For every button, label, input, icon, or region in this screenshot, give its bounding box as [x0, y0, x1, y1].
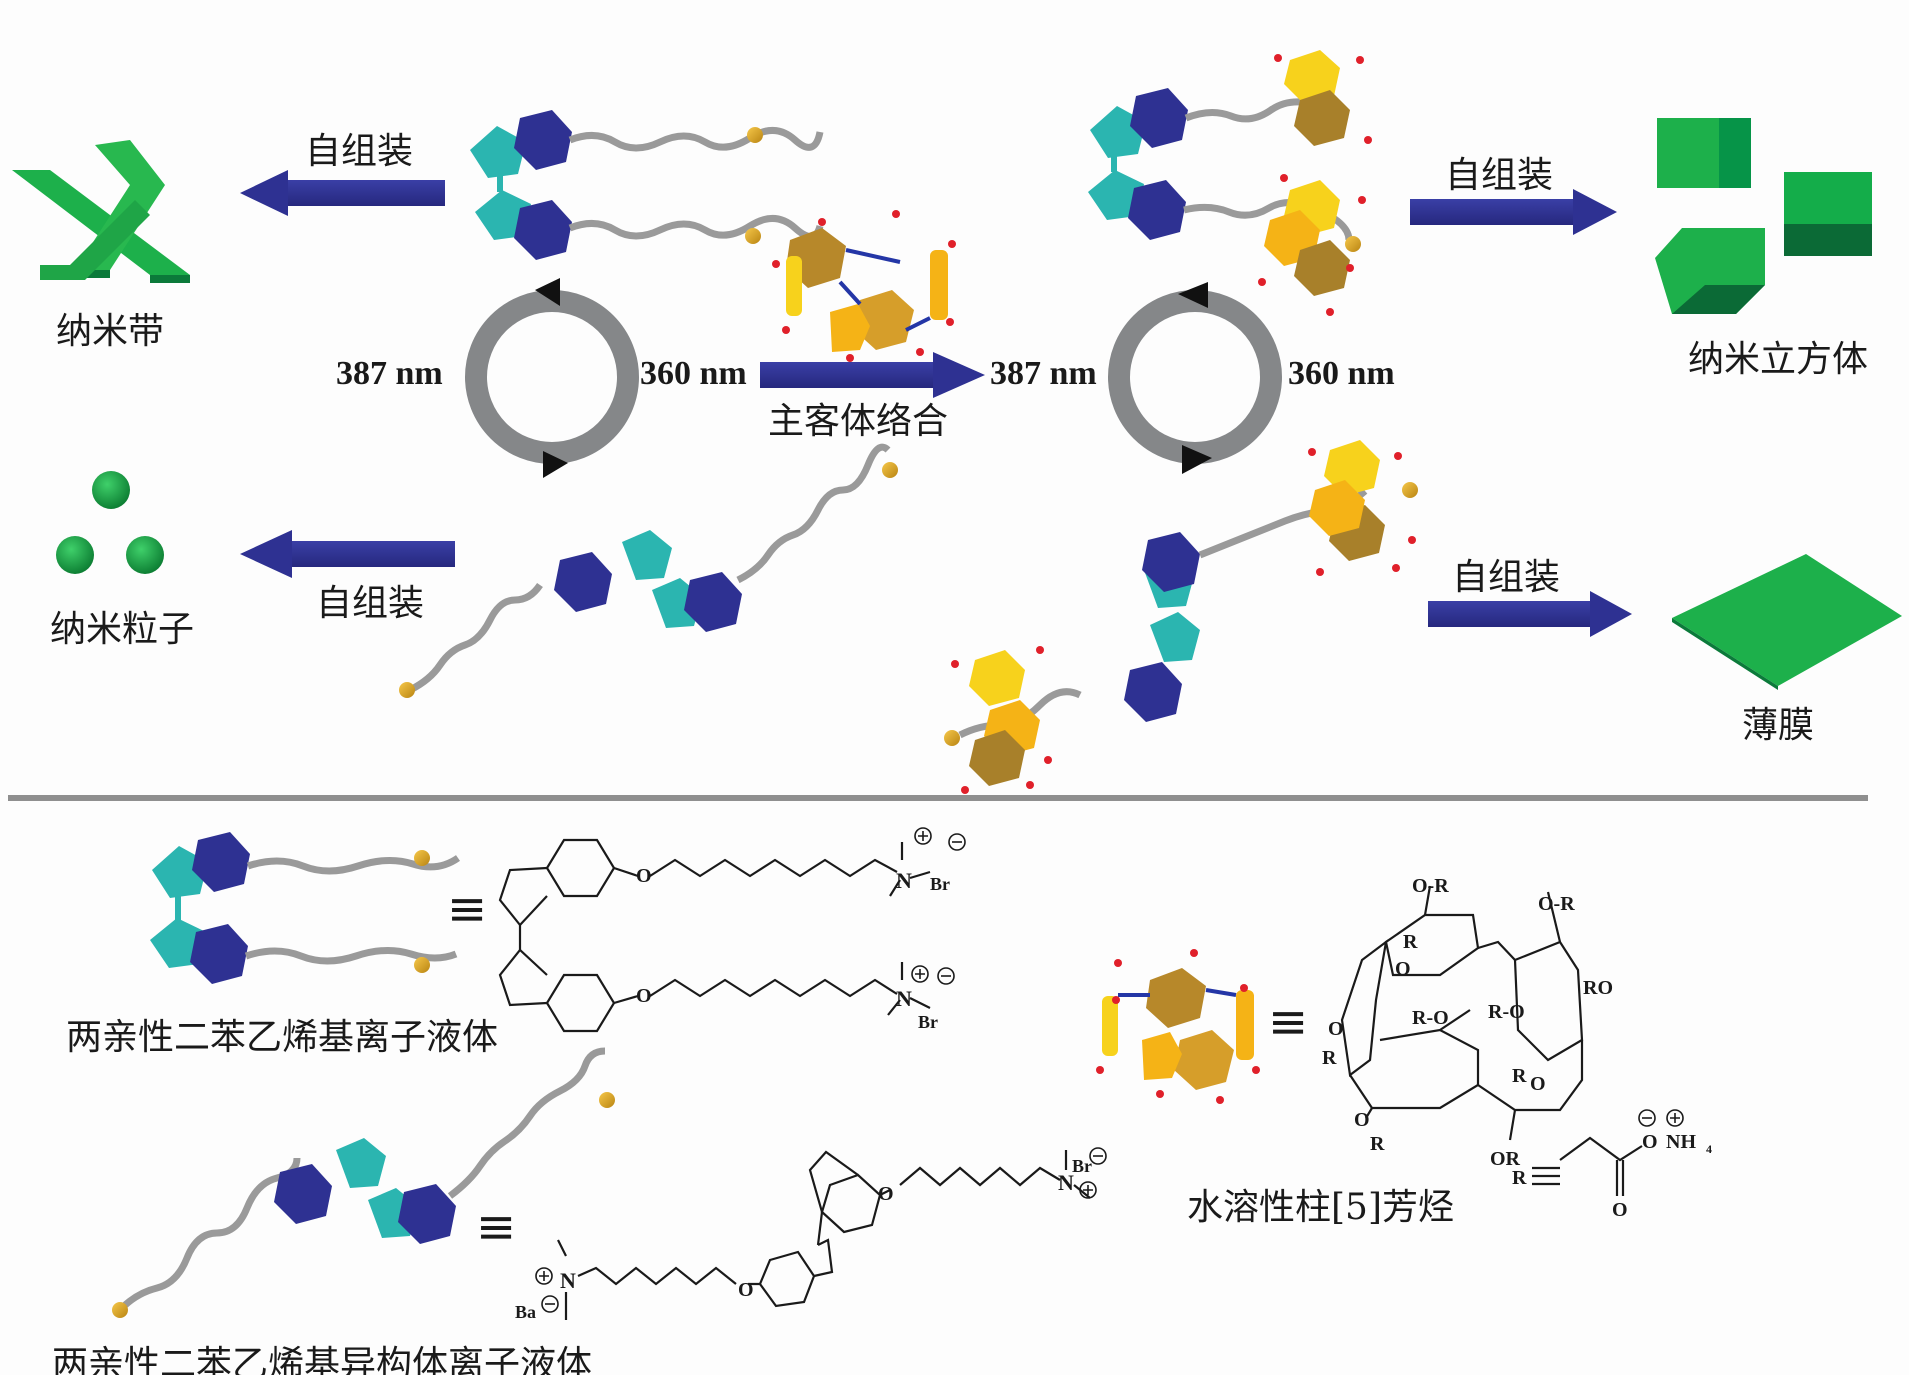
label-amphiphilic-stilbene-isomer-il: 两亲性二苯乙烯基异构体离子液体: [52, 1344, 593, 1375]
substituent-10: R: [1512, 1065, 1527, 1087]
atom-o-3: O: [878, 1183, 894, 1205]
atom-n-2: N: [896, 986, 912, 1011]
pillararene-structure: [1340, 885, 1584, 1141]
pillararene-substituents: O-R O-R R O RO R-O R-O O R R O O R OR: [1322, 875, 1613, 1170]
right-cycle-wavelength-360: 360 nm: [1288, 355, 1395, 392]
stilbene-isomer-cartoon-top: [399, 443, 898, 698]
substituent-14: OR: [1490, 1148, 1521, 1170]
label-nanobelt: 纳米带: [56, 311, 165, 352]
stilbene-il-structure: [498, 838, 931, 1033]
label-amphiphilic-stilbene-il: 两亲性二苯乙烯基离子液体: [66, 1017, 499, 1058]
substituent-11: O: [1530, 1073, 1546, 1095]
stilbene-isomer-structure: [557, 1150, 1091, 1320]
counter-ion: NH: [1666, 1131, 1696, 1153]
label-nanoparticle: 纳米粒子: [50, 609, 195, 650]
label-self-assembly-film: 自组装: [1452, 557, 1561, 598]
atom-o-4: O: [738, 1279, 754, 1301]
atom-br-2: Br: [918, 1012, 938, 1032]
counter-ion-sub: 4: [1706, 1142, 1712, 1156]
arrow-to-nanocube: [1410, 189, 1617, 235]
label-film: 薄膜: [1742, 705, 1815, 746]
stilbene-il-cartoon-legend: [150, 832, 461, 984]
substituent-12: O: [1354, 1109, 1370, 1131]
cycle-arrow-head-top: [535, 278, 560, 306]
cycle-arrow-head-bottom: [543, 451, 568, 478]
left-cycle-wavelength-360: 360 nm: [640, 355, 747, 392]
substituent-5: RO: [1583, 977, 1613, 999]
nanoparticle-spheres: [56, 471, 164, 574]
charge-minus-1: [948, 833, 966, 851]
nanobelt-shape: [12, 140, 190, 283]
photo-cycle-left: [465, 278, 639, 478]
atom-br-3: Br: [1072, 1156, 1092, 1176]
atom-o-2: O: [636, 985, 652, 1007]
arrow-to-nanoparticle: [240, 530, 455, 578]
substituent-3: R: [1403, 931, 1418, 953]
right-cycle-wavelength-387: 387 nm: [990, 355, 1097, 392]
photo-cycle-right: [1108, 282, 1282, 474]
host-guest-complex-cartoon-top: [1088, 50, 1372, 316]
section-divider: [8, 795, 1868, 801]
substituent-2: O-R: [1538, 893, 1575, 915]
r-group-structure: R O NH 4 O: [1512, 1109, 1712, 1221]
label-self-assembly-nanobelt: 自组装: [305, 131, 414, 172]
substituent-4: O: [1395, 958, 1411, 980]
stilbene-isomer-atoms: O O N N Br Ba: [515, 1147, 1107, 1322]
arrow-host-guest: [760, 352, 985, 398]
arrow-to-film: [1428, 591, 1632, 637]
charge-plus-1: [914, 827, 932, 845]
nanocube-shapes: [1655, 118, 1872, 314]
charge-minus-2: [937, 967, 955, 985]
r-label: R: [1512, 1167, 1527, 1189]
label-host-guest-complexation: 主客体络合: [768, 401, 949, 442]
atom-n-4: N: [560, 1268, 576, 1293]
label-self-assembly-nanoparticle: 自组装: [316, 583, 425, 624]
film-shape: [1672, 554, 1902, 690]
atom-n-3: N: [1058, 1170, 1074, 1195]
atom-br-1: Br: [930, 874, 950, 894]
pillararene-cartoon-legend: [1096, 949, 1260, 1104]
equivalence-symbols: ≡ ≡ ≡: [447, 881, 1308, 1255]
stilbene-il-cartoon-top: [470, 110, 824, 260]
substituent-9: R: [1322, 1047, 1337, 1069]
atom-ba: Ba: [515, 1302, 536, 1322]
substituent-1: O-R: [1412, 875, 1449, 897]
cycle-arrow-head-top: [1178, 282, 1208, 308]
charge-plus-2: [911, 965, 929, 983]
label-water-soluble-pillar5arene: 水溶性柱[5]芳烃: [1187, 1187, 1454, 1228]
cycle-arrow-head-bottom: [1182, 445, 1212, 474]
atom-n-1: N: [896, 868, 912, 893]
arrow-to-nanobelt: [240, 170, 445, 216]
carboxylate-o: O: [1642, 1131, 1658, 1153]
equiv-symbol-2: ≡: [476, 1199, 516, 1255]
left-cycle-wavelength-387: 387 nm: [336, 355, 443, 392]
host-guest-complex-cartoon-bottom: [944, 440, 1418, 794]
label-nanocube: 纳米立方体: [1688, 339, 1869, 380]
pillararene-host-cartoon: [772, 210, 956, 362]
stilbene-il-atoms: O O N N Br Br: [636, 827, 966, 1032]
equiv-symbol-3: ≡: [1268, 994, 1308, 1050]
substituent-8: O: [1328, 1018, 1344, 1040]
carbonyl-o: O: [1612, 1199, 1628, 1221]
atom-o-1: O: [636, 865, 652, 887]
label-self-assembly-nanocube: 自组装: [1445, 155, 1554, 196]
substituent-13: R: [1370, 1133, 1385, 1155]
substituent-6: R-O: [1412, 1007, 1449, 1029]
substituent-7: R-O: [1488, 1001, 1525, 1023]
stilbene-isomer-cartoon-legend: [112, 1047, 615, 1318]
equiv-symbol-1: ≡: [447, 881, 487, 937]
